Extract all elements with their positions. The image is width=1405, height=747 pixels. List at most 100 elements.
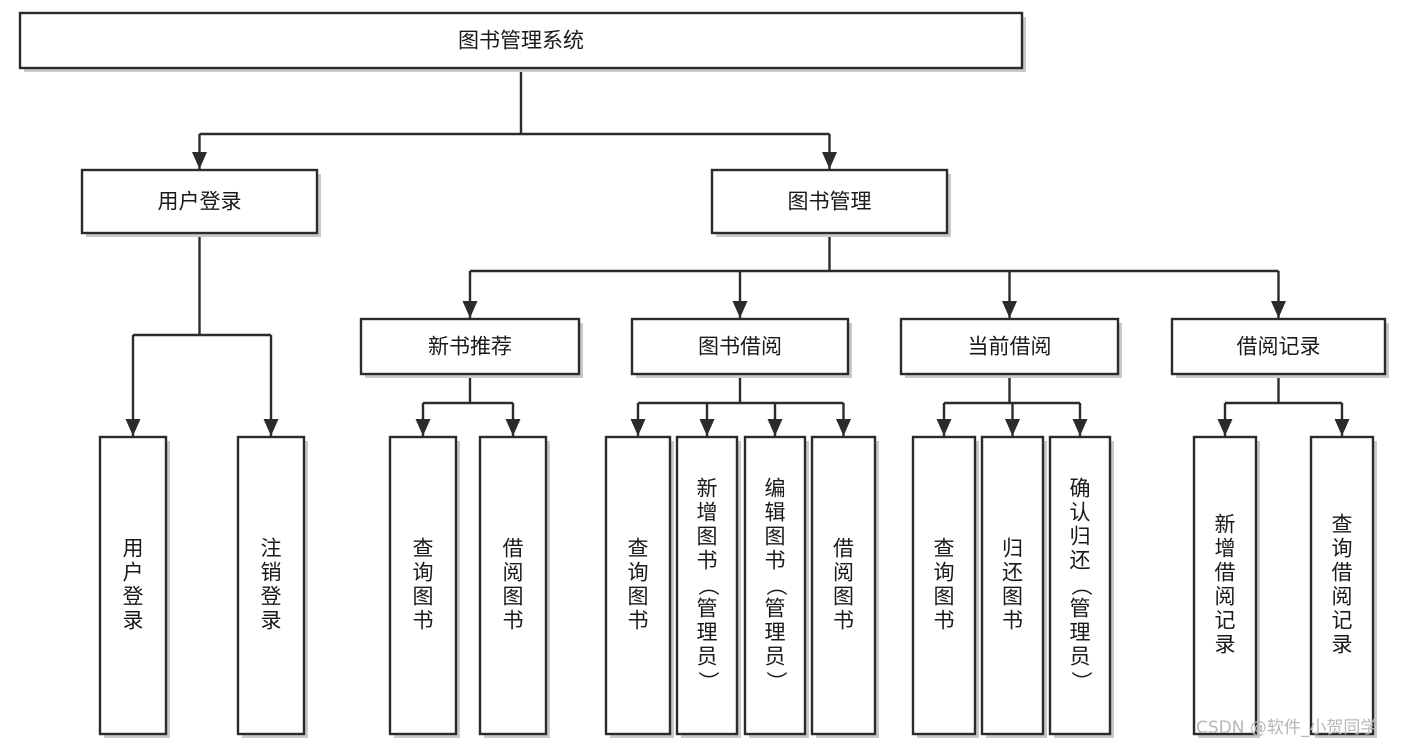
node-label-char: 记	[1215, 609, 1236, 633]
node-label-char: 管	[697, 597, 718, 621]
node-label-char: ）	[696, 671, 720, 692]
node-current-borrow[interactable]: 当前借阅	[899, 317, 1122, 378]
node-label-char: 员	[1070, 645, 1091, 669]
node-label-char: 用	[123, 537, 144, 561]
connector-newbook-to-leaves	[415, 374, 521, 436]
node-rect[interactable]	[1192, 435, 1258, 736]
node-rect[interactable]	[1170, 317, 1387, 376]
node-label-char: 书	[628, 609, 649, 633]
node-label-char: 借	[1332, 561, 1353, 585]
node-rect[interactable]	[980, 435, 1045, 736]
node-label-char: 确	[1070, 477, 1091, 501]
node-label: 当前借阅	[968, 335, 1052, 359]
node-label-char: 还	[1002, 561, 1023, 585]
arrow-head	[699, 419, 715, 436]
node-new-book-recommend[interactable]: 新书推荐	[359, 317, 583, 378]
node-user-login[interactable]: 用户登录	[80, 168, 321, 237]
node-label: 用户登录	[158, 190, 242, 214]
arrow-head	[415, 419, 431, 436]
node-label-char: 书	[697, 549, 718, 573]
node-label-char: 询	[413, 561, 434, 585]
node-label-char: 阅	[1332, 585, 1353, 609]
node-label-char: 增	[1215, 537, 1236, 561]
node-rect[interactable]	[1309, 435, 1375, 736]
node-label-char: 图	[934, 585, 955, 609]
node-rect[interactable]	[236, 435, 306, 736]
node-label-char: 员	[765, 645, 786, 669]
node-label-char: 理	[697, 621, 718, 645]
node-book-borrow[interactable]: 图书借阅	[630, 317, 852, 378]
node-rect[interactable]	[388, 435, 458, 736]
arrow-head	[1005, 419, 1020, 436]
node-label-char: 查	[934, 537, 955, 561]
node-book-manage[interactable]: 图书管理	[710, 168, 951, 237]
arrow-head	[767, 419, 783, 436]
node-rect[interactable]	[98, 435, 168, 736]
node-label-char: 管	[1070, 597, 1091, 621]
connector-bookborrow-to-leaves	[630, 374, 851, 436]
arrow-head	[822, 152, 837, 169]
node-rect[interactable]	[810, 435, 877, 736]
node-label-char: 图	[1002, 585, 1023, 609]
node-label: 图书管理	[788, 190, 872, 214]
node-rect[interactable]	[478, 435, 548, 736]
arrow-head	[462, 301, 478, 318]
node-rect[interactable]	[743, 435, 807, 736]
node-label: 图书借阅	[698, 335, 782, 359]
node-rect[interactable]	[630, 317, 850, 376]
node-label-char: 图	[833, 585, 854, 609]
connector-borrowrecord-to-leaves	[1217, 374, 1350, 436]
node-rect[interactable]	[359, 317, 581, 376]
node-label-char: 录	[1332, 633, 1353, 657]
node-label: 新书推荐	[428, 335, 512, 359]
node-borrow-record[interactable]: 借阅记录	[1170, 317, 1389, 378]
node-leaf-user-login[interactable]: 用户登录	[98, 435, 170, 738]
node-rect[interactable]	[604, 435, 672, 736]
node-rect[interactable]	[18, 11, 1024, 70]
node-label-char: 书	[833, 609, 854, 633]
node-label-char: 询	[1332, 537, 1353, 561]
node-label-char: 查	[1332, 513, 1353, 537]
node-label-char: ）	[1069, 671, 1093, 692]
node-label-char: 阅	[1215, 585, 1236, 609]
node-rect[interactable]	[710, 168, 949, 235]
node-rect[interactable]	[1048, 435, 1112, 736]
arrow-head	[192, 152, 207, 169]
node-rect[interactable]	[675, 435, 739, 736]
node-label-char: 编	[765, 477, 786, 501]
node-label-char: 书	[934, 609, 955, 633]
node-rect[interactable]	[899, 317, 1120, 376]
node-label-char: 书	[413, 609, 434, 633]
node-label-char: 录	[261, 609, 282, 633]
node-label-char: 销	[261, 561, 282, 585]
node-label-char: 借	[833, 537, 854, 561]
node-label-char: 记	[1332, 609, 1353, 633]
node-root[interactable]: 图书管理系统	[18, 11, 1026, 72]
node-label-char: 查	[413, 537, 434, 561]
arrow-head	[505, 419, 521, 436]
node-label: 图书管理系统	[458, 29, 584, 53]
node-label-char: 书	[765, 549, 786, 573]
node-rect[interactable]	[80, 168, 319, 235]
node-label-char: 户	[123, 561, 144, 585]
node-rect[interactable]	[911, 435, 977, 736]
arrow-head	[1217, 419, 1233, 436]
node-label-char: 查	[628, 537, 649, 561]
nodes-layer: 图书管理系统用户登录图书管理新书推荐图书借阅当前借阅借阅记录用户登录注销登录查询…	[18, 11, 1389, 738]
node-label-char: 辑	[765, 501, 786, 525]
arrow-head	[732, 301, 748, 318]
node-label-char: （	[696, 575, 720, 596]
